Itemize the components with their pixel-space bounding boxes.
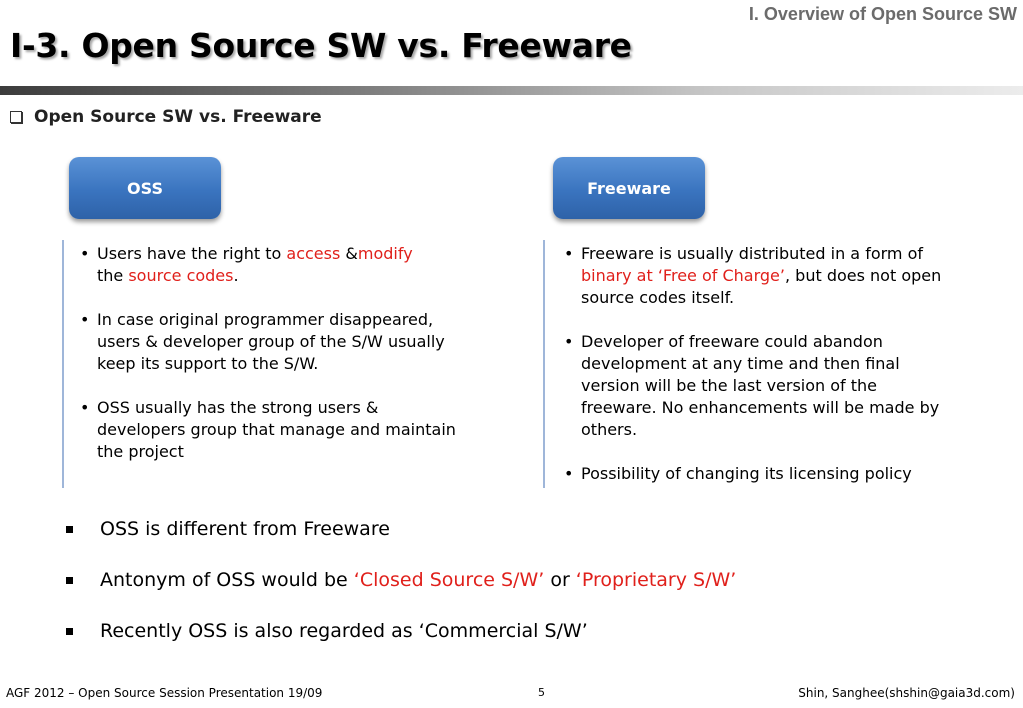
bullet-text: Freeware is usually distributed in a for… bbox=[581, 244, 923, 263]
bullet-dot-icon: • bbox=[80, 398, 90, 417]
summary-text: OSS is different from Freeware bbox=[100, 518, 390, 540]
highlight-source-codes: source codes bbox=[128, 266, 234, 285]
bullet-text: & bbox=[340, 244, 358, 263]
oss-divider-line bbox=[62, 240, 64, 488]
bullet-text: Developer of freeware could abandon deve… bbox=[581, 332, 940, 439]
oss-bullet: • In case original programmer disappeare… bbox=[78, 309, 458, 375]
summary-item: OSS is different from Freeware bbox=[62, 514, 736, 565]
subheading-text: Open Source SW vs. Freeware bbox=[34, 107, 322, 127]
summary-list: OSS is different from Freeware Antonym o… bbox=[62, 514, 736, 667]
oss-label: OSS bbox=[127, 178, 163, 198]
bullet-text: In case original programmer disappeared,… bbox=[97, 310, 445, 373]
checkbox-square-icon bbox=[10, 111, 22, 123]
square-bullet-icon bbox=[66, 577, 73, 584]
freeware-label: Freeware bbox=[587, 178, 671, 198]
bullet-text: . bbox=[233, 266, 239, 285]
freeware-divider-line bbox=[543, 240, 545, 488]
freeware-bullet: • Developer of freeware could abandon de… bbox=[562, 331, 942, 441]
footer-author: Shin, Sanghee(shshin@gaia3d.com) bbox=[798, 686, 1015, 700]
subheading: Open Source SW vs. Freeware bbox=[10, 107, 322, 127]
oss-box: OSS bbox=[69, 157, 221, 219]
bullet-dot-icon: • bbox=[80, 310, 90, 329]
summary-item: Recently OSS is also regarded as ‘Commer… bbox=[62, 616, 736, 667]
summary-text: Antonym of OSS would be bbox=[100, 569, 354, 591]
freeware-bullet: • Possibility of changing its licensing … bbox=[562, 463, 942, 485]
highlight-modify: modify bbox=[357, 244, 413, 263]
bullet-dot-icon: • bbox=[564, 244, 574, 263]
bullet-text: , but does not open source codes itself. bbox=[581, 266, 942, 307]
square-bullet-icon bbox=[66, 628, 73, 635]
bullet-dot-icon: • bbox=[80, 244, 90, 263]
bullet-text: the bbox=[97, 266, 129, 285]
freeware-box: Freeware bbox=[553, 157, 705, 219]
oss-bullet: • OSS usually has the strong users & dev… bbox=[78, 397, 458, 463]
bullet-dot-icon: • bbox=[564, 464, 574, 483]
highlight-access: access bbox=[286, 244, 341, 263]
freeware-bullet: • Freeware is usually distributed in a f… bbox=[562, 243, 942, 309]
bullet-text: OSS usually has the strong users & devel… bbox=[97, 398, 456, 461]
oss-bullet: • Users have the right to access &modify… bbox=[78, 243, 458, 287]
summary-text: Recently OSS is also regarded as ‘Commer… bbox=[100, 620, 588, 642]
bullet-text: Users have the right to bbox=[97, 244, 287, 263]
highlight-proprietary: ‘Proprietary S/W’ bbox=[575, 569, 737, 591]
page-number: 5 bbox=[538, 686, 545, 699]
slide-title: I-3. Open Source SW vs. Freeware bbox=[10, 26, 632, 65]
highlight-binary: binary at ‘Free of Charge’ bbox=[581, 266, 785, 285]
summary-item: Antonym of OSS would be ‘Closed Source S… bbox=[62, 565, 736, 616]
square-bullet-icon bbox=[66, 526, 73, 533]
freeware-bullet-list: • Freeware is usually distributed in a f… bbox=[562, 243, 942, 507]
bullet-dot-icon: • bbox=[564, 332, 574, 351]
section-tag: I. Overview of Open Source SW bbox=[748, 4, 1017, 24]
title-divider bbox=[0, 86, 1023, 95]
summary-text: or bbox=[544, 569, 576, 591]
highlight-closed-source: ‘Closed Source S/W’ bbox=[353, 569, 545, 591]
bullet-text: Possibility of changing its licensing po… bbox=[581, 464, 912, 483]
footer-event: AGF 2012 – Open Source Session Presentat… bbox=[6, 686, 323, 700]
oss-bullet-list: • Users have the right to access &modify… bbox=[78, 243, 458, 485]
